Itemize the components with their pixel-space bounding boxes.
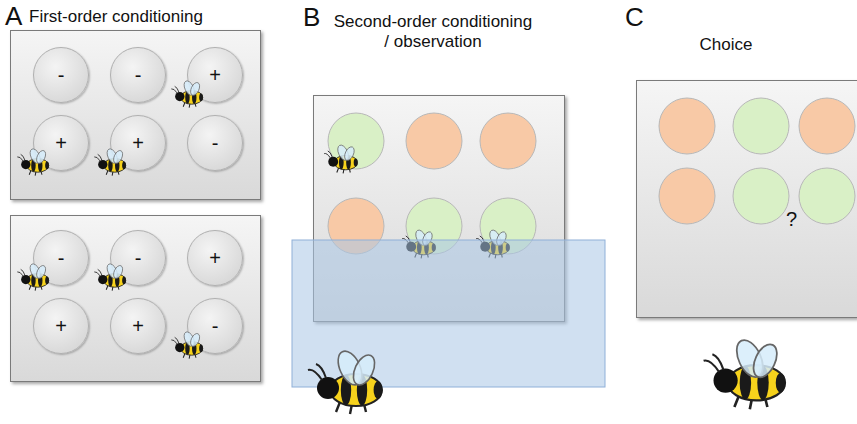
reward-sign: +	[55, 315, 67, 338]
bumblebee-icon	[170, 78, 210, 110]
flower-disc: +	[33, 115, 89, 171]
flower-disc: -	[187, 115, 243, 171]
bumblebee	[171, 330, 203, 358]
panel-title: Choice	[676, 35, 776, 55]
arena-panel: BSecond-order conditioning / observation	[313, 95, 565, 322]
panel-title: First-order conditioning	[29, 7, 203, 27]
bumblebee	[476, 228, 509, 258]
flower-disc: +	[33, 298, 89, 354]
flower-disc: -	[33, 47, 89, 103]
reward-sign: +	[55, 132, 67, 155]
bumblebee-icon	[93, 261, 133, 293]
arena-panel: - - + + + -	[10, 215, 261, 382]
reward-sign: -	[135, 247, 142, 270]
flower-disc: -	[33, 230, 89, 286]
reward-sign: +	[132, 132, 144, 155]
reward-sign: +	[209, 247, 221, 270]
reward-sign: -	[135, 64, 142, 87]
bumblebee-icon	[170, 329, 210, 361]
reward-sign: -	[212, 132, 219, 155]
bumblebee	[94, 147, 126, 175]
bumblebee	[324, 143, 357, 173]
bumblebee-icon	[16, 261, 56, 293]
bumblebee	[17, 147, 49, 175]
reward-sign: -	[58, 64, 65, 87]
flower-disc: -	[187, 298, 243, 354]
panel-title: Second-order conditioning / observation	[333, 12, 533, 51]
flower-disc: +	[110, 115, 166, 171]
reward-sign: -	[212, 315, 219, 338]
flower-disc: -	[110, 47, 166, 103]
panel-letter: A	[5, 2, 22, 32]
panel-letter: B	[303, 3, 320, 33]
flower-discs	[637, 81, 857, 319]
panel-letter: C	[625, 3, 644, 33]
bumblebee	[94, 262, 126, 290]
arena-panel: CChoice	[636, 80, 857, 318]
flower-disc: +	[110, 298, 166, 354]
reward-sign: -	[58, 247, 65, 270]
flower-disc: +	[187, 230, 243, 286]
bumblebee	[17, 262, 49, 290]
bumblebee	[704, 336, 786, 409]
bumblebee	[402, 228, 435, 258]
reward-sign: +	[132, 315, 144, 338]
flower-disc: +	[187, 47, 243, 103]
bumblebee	[171, 79, 203, 107]
bumblebee-icon	[16, 146, 56, 178]
arena-panel: AFirst-order conditioning--+++-	[10, 30, 261, 200]
flower-disc: -	[110, 230, 166, 286]
observation-screen	[292, 240, 605, 387]
reward-sign: +	[209, 64, 221, 87]
flower-discs	[314, 96, 566, 323]
bumblebee	[308, 347, 382, 414]
question-mark: ?	[786, 208, 797, 231]
bumblebee-icon	[93, 146, 133, 178]
